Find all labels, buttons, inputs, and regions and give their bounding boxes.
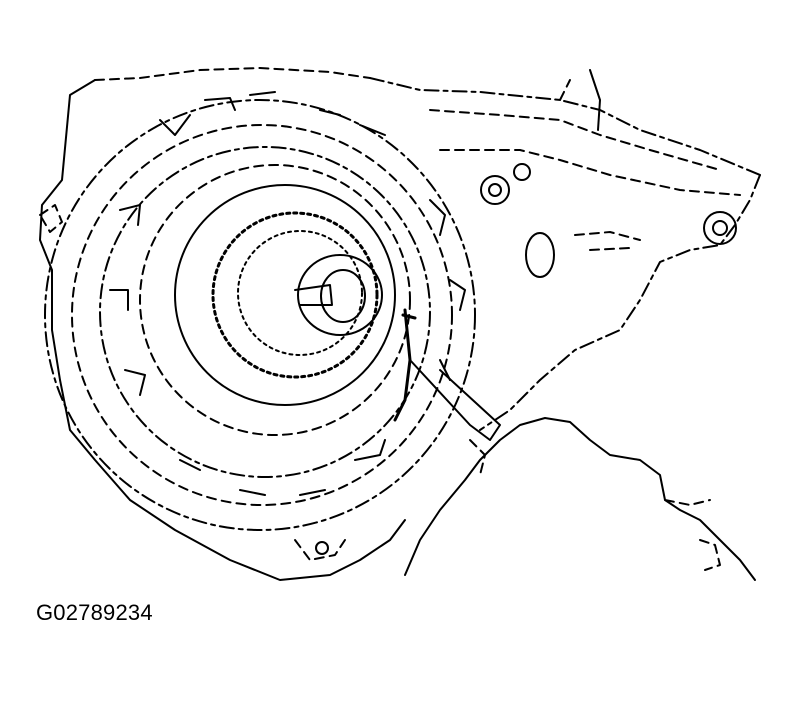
hand-finger-1: [664, 499, 711, 506]
mount-boss-left-inner: [488, 183, 502, 197]
figure-id-label: G02789234: [36, 600, 153, 625]
hand-knuckle: [469, 439, 486, 476]
casing-bracket: [589, 69, 601, 131]
casing-bracket-2: [559, 79, 571, 101]
hub-outer: [297, 254, 383, 336]
mount-boss-left: [480, 175, 510, 205]
left-lug: [39, 204, 63, 233]
ring-segments-top: [159, 91, 386, 136]
casing-right: [479, 174, 761, 431]
housing-top-edge: [94, 67, 371, 81]
hub-shaft: [294, 284, 333, 306]
side-port: [525, 232, 555, 278]
casing-inner-rail-2: [439, 149, 741, 196]
outer-ring-2: [71, 124, 453, 506]
hand-finger-2: [699, 539, 721, 571]
lower-bolt: [315, 541, 329, 555]
hand-outline: [404, 417, 756, 581]
port-detail: [574, 231, 641, 251]
tool-blade: [393, 308, 412, 422]
casing-top: [369, 77, 761, 176]
gear-ring-inner: [237, 230, 363, 356]
housing-outline: [39, 79, 406, 581]
outer-ring-1: [44, 99, 476, 531]
inner-ring: [174, 184, 396, 406]
tool-tip-marker: [401, 313, 417, 320]
casing-inner-rail: [429, 109, 721, 171]
gear-ring: [211, 211, 379, 379]
mount-boss-right: [703, 211, 737, 245]
tool-shaft: [409, 359, 501, 441]
ring-segments-left: [109, 204, 146, 396]
ring-segments-bottom: [179, 439, 386, 496]
mount-boss-mid: [513, 163, 531, 181]
mount-boss-right-inner: [712, 220, 728, 236]
hub-inner: [320, 269, 366, 323]
middle-ring: [139, 164, 411, 436]
outer-ring-3: [99, 146, 431, 478]
lower-lug: [294, 539, 346, 561]
